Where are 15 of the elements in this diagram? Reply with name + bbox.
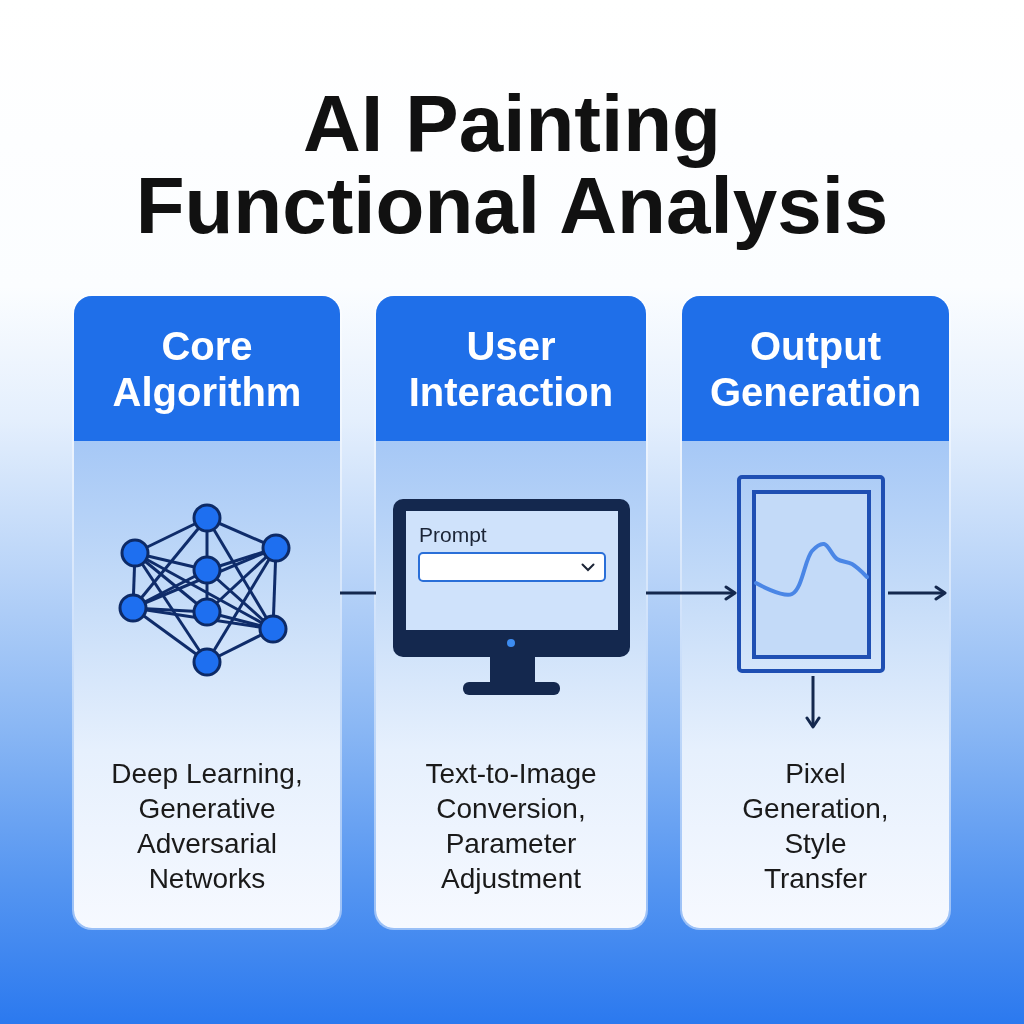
card-title: Output Generation [708,322,923,415]
connector-line [340,591,376,595]
arrow [888,585,947,601]
card-panel [682,296,949,928]
card-title: User Interaction [407,322,615,415]
arrow [646,585,737,601]
arrow [805,676,821,729]
card-description: Deep Learning, Generative Adversarial Networks [110,757,304,896]
card-title: Core Algorithm [111,322,303,415]
card-description: Pixel Generation, Style Transfer [741,757,890,896]
field-label: Prompt [419,523,487,547]
card-panel [376,296,646,928]
framed-picture-illustration [737,475,885,673]
card-panel [74,296,340,928]
card-description: Text-to-Image Conversion, Parameter Adjustment [424,757,598,896]
